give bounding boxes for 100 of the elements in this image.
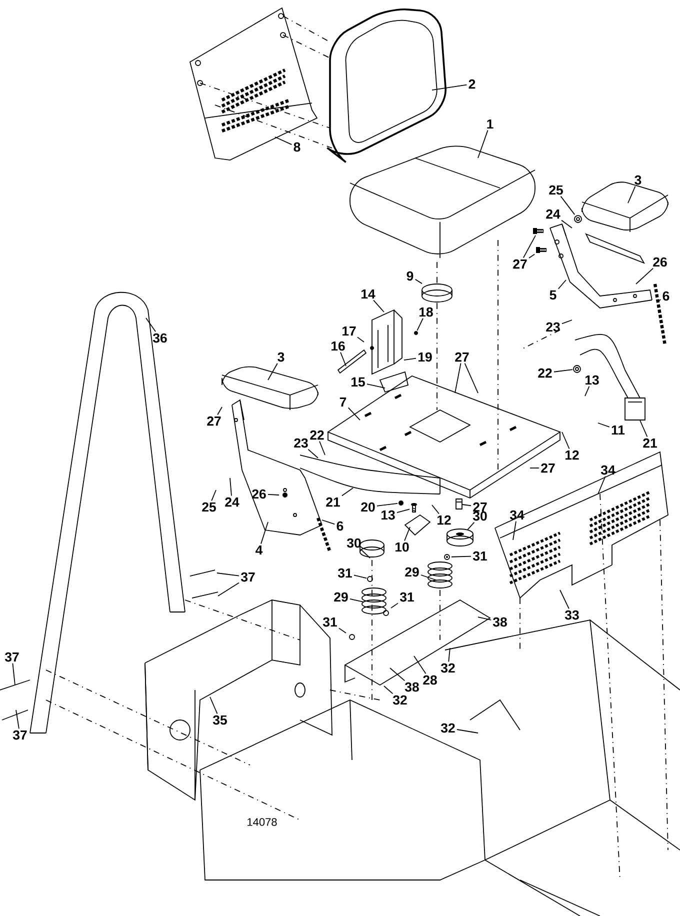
callout-number: 29 bbox=[405, 567, 419, 577]
nut-drawing bbox=[573, 365, 581, 373]
leader-line bbox=[146, 318, 156, 332]
callout-number: 27 bbox=[207, 416, 221, 426]
callout-number: 30 bbox=[346, 538, 361, 548]
callout-number: 34 bbox=[600, 465, 616, 475]
leader-line bbox=[636, 268, 654, 284]
screw-drawing bbox=[411, 503, 417, 512]
bolt-drawing bbox=[533, 228, 544, 234]
pin-drawing bbox=[414, 331, 418, 335]
leader-line bbox=[376, 502, 398, 506]
leader-line bbox=[348, 407, 360, 420]
leader-line bbox=[522, 235, 536, 258]
callout-number: 6 bbox=[336, 521, 344, 531]
callout-number: 29 bbox=[334, 592, 348, 602]
callout-number: 18 bbox=[420, 307, 433, 317]
leader-line bbox=[338, 628, 346, 634]
bolt-drawing bbox=[398, 500, 404, 506]
leader-line bbox=[454, 362, 462, 394]
leader-line bbox=[528, 254, 535, 258]
leader-line bbox=[322, 520, 336, 525]
leader-line bbox=[356, 336, 364, 342]
leader-line bbox=[319, 440, 326, 456]
leader-line bbox=[478, 130, 488, 158]
callout-number: 33 bbox=[564, 610, 579, 620]
washer-drawing bbox=[446, 528, 474, 546]
leader-line bbox=[354, 574, 367, 579]
leader-line bbox=[416, 318, 424, 331]
leader-line bbox=[562, 320, 572, 324]
callout-number: 27 bbox=[473, 502, 487, 512]
callout-number: 12 bbox=[566, 450, 579, 460]
callout-number: 20 bbox=[361, 502, 375, 512]
leader-line bbox=[211, 490, 216, 502]
leader-line bbox=[396, 508, 410, 514]
leader-line bbox=[210, 696, 218, 714]
leader-line bbox=[558, 280, 566, 290]
callout-number: 22 bbox=[310, 430, 324, 440]
callout-number: 13 bbox=[382, 510, 395, 520]
callout-number: 9 bbox=[406, 271, 414, 281]
callout-number: 3 bbox=[634, 175, 642, 185]
callout-number: 11 bbox=[612, 425, 625, 435]
callout-number: 17 bbox=[342, 326, 356, 336]
callout-number: 19 bbox=[418, 352, 432, 362]
knob-drawing bbox=[422, 284, 452, 302]
buckle-drawing bbox=[624, 398, 646, 420]
leader-line bbox=[230, 478, 232, 496]
callout-number: 16 bbox=[332, 341, 345, 351]
leader-line bbox=[464, 362, 478, 394]
leader-line bbox=[432, 504, 440, 514]
leader-line bbox=[561, 220, 572, 228]
callout-number: 3 bbox=[278, 352, 284, 362]
callout-number: 26 bbox=[653, 257, 667, 267]
callout-number: 28 bbox=[423, 675, 437, 685]
callout-number: 36 bbox=[152, 333, 167, 343]
leader-line bbox=[414, 278, 422, 284]
leader-line bbox=[16, 710, 20, 730]
callout-number: 32 bbox=[440, 723, 455, 733]
leader-line bbox=[366, 384, 386, 388]
leader-line bbox=[216, 572, 240, 576]
leader-line bbox=[260, 522, 268, 544]
leader-line bbox=[598, 476, 606, 494]
leader-line bbox=[384, 686, 394, 694]
callout-number: 27 bbox=[541, 463, 555, 473]
callout-number: 2 bbox=[468, 79, 476, 89]
leader-line bbox=[340, 352, 346, 366]
leader-line bbox=[560, 196, 576, 215]
leader-line bbox=[341, 488, 354, 496]
leader-line bbox=[462, 504, 472, 506]
bolt-drawing bbox=[367, 576, 373, 582]
callout-number: 31 bbox=[400, 592, 414, 602]
leader-line bbox=[628, 186, 636, 204]
callout-number: 23 bbox=[294, 438, 308, 448]
leader-line bbox=[390, 668, 406, 682]
leader-line bbox=[217, 406, 222, 416]
leader-line bbox=[554, 369, 573, 372]
callout-number: 15 bbox=[352, 377, 365, 387]
callout-number: 38 bbox=[492, 617, 507, 627]
leader-line bbox=[560, 590, 570, 610]
callout-number: 21 bbox=[643, 438, 657, 448]
callout-number: 37 bbox=[4, 652, 19, 662]
callout-number: 7 bbox=[340, 397, 346, 407]
callout-number: 37 bbox=[240, 572, 255, 582]
leader-line bbox=[373, 300, 384, 312]
callout-number: 31 bbox=[322, 617, 337, 627]
leader-line bbox=[404, 358, 416, 360]
leader-line bbox=[562, 432, 570, 450]
callout-number: 21 bbox=[326, 497, 340, 507]
leader-line bbox=[478, 616, 492, 620]
leader-line bbox=[390, 602, 398, 608]
leader-line bbox=[268, 494, 280, 496]
callout-number: 37 bbox=[12, 730, 27, 740]
bolt-drawing bbox=[444, 554, 450, 560]
leader-line bbox=[656, 299, 662, 302]
callout-number: 6 bbox=[662, 291, 670, 301]
callout-number: 12 bbox=[438, 515, 451, 525]
callout-number: 8 bbox=[294, 142, 300, 152]
callout-number: 24 bbox=[546, 209, 560, 219]
callout-number: 27 bbox=[513, 259, 527, 269]
leader-line bbox=[456, 729, 478, 734]
leader-line bbox=[451, 556, 472, 558]
